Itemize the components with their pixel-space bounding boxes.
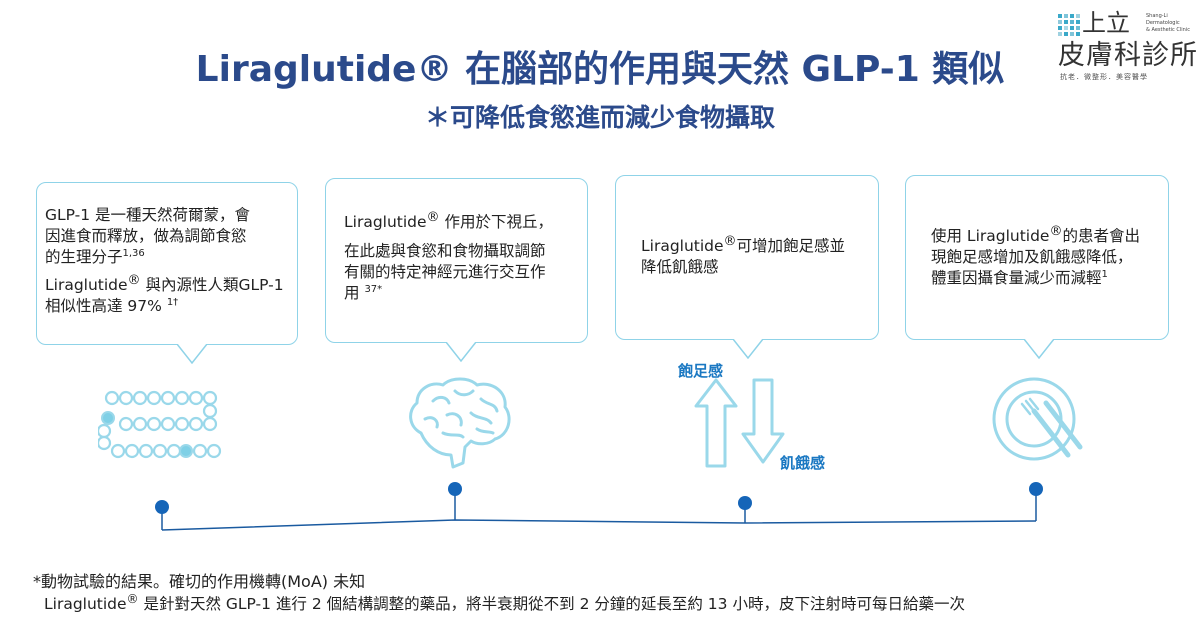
hunger-label: 飢餓感 [780,454,826,472]
timeline-dot [155,500,169,514]
brain-icon [409,377,511,469]
logo-name-top: 上立 [1082,9,1130,37]
info-bubble-hypothalamus: Liraglutide® 作用於下視丘， 在此處與食慾和食物攝取調節 有關的特定… [325,178,588,362]
bubble-tail [733,339,763,359]
timeline-dot [448,482,462,496]
bubble-tail [1024,339,1054,359]
timeline-connector [155,482,1043,531]
info-bubble-glp1: GLP-1 是一種天然荷爾蒙，會 因進食而釋放，做為調節食慾 的生理分子1,36… [36,182,298,364]
satiety-label: 飽足感 [678,362,724,380]
logo-name-en: Shang-Li Dermatologic & Aesthetic Clinic [1146,13,1190,33]
info-bubble-satiety: Liraglutide®可增加飽足感並 降低飢餓感 [615,175,879,359]
logo-grid-icon [1058,14,1080,36]
bubble-tail [446,342,476,362]
page-title: Liraglutide® 在腦部的作用與天然 GLP-1 類似 [195,49,1005,90]
satiety-hunger-arrows-icon [694,378,785,468]
timeline-dot [1029,482,1043,496]
clinic-logo: 上立 Shang-Li Dermatologic & Aesthetic Cli… [1058,6,1198,82]
peptide-chain-icon [98,390,222,459]
plate-fork-knife-icon [992,377,1083,461]
logo-name-bottom: 皮膚科診所 [1058,40,1198,71]
bubble-tail [177,344,207,364]
logo-tagline: 抗老．微整形．美容醫學 [1060,73,1148,81]
footnote-animal-study: *動物試驗的結果。確切的作用機轉(MoA) 未知 [33,572,366,591]
page-subtitle: ＊可降低食慾進而減少食物攝取 [424,103,775,132]
info-bubble-weight-loss: 使用 Liraglutide®的患者會出 現飽足感增加及飢餓感降低， 體重因攝食… [905,175,1169,359]
footnote-liraglutide: Liraglutide® 是針對天然 GLP-1 進行 2 個結構調整的藥品，將… [44,591,965,613]
timeline-dot [738,496,752,510]
